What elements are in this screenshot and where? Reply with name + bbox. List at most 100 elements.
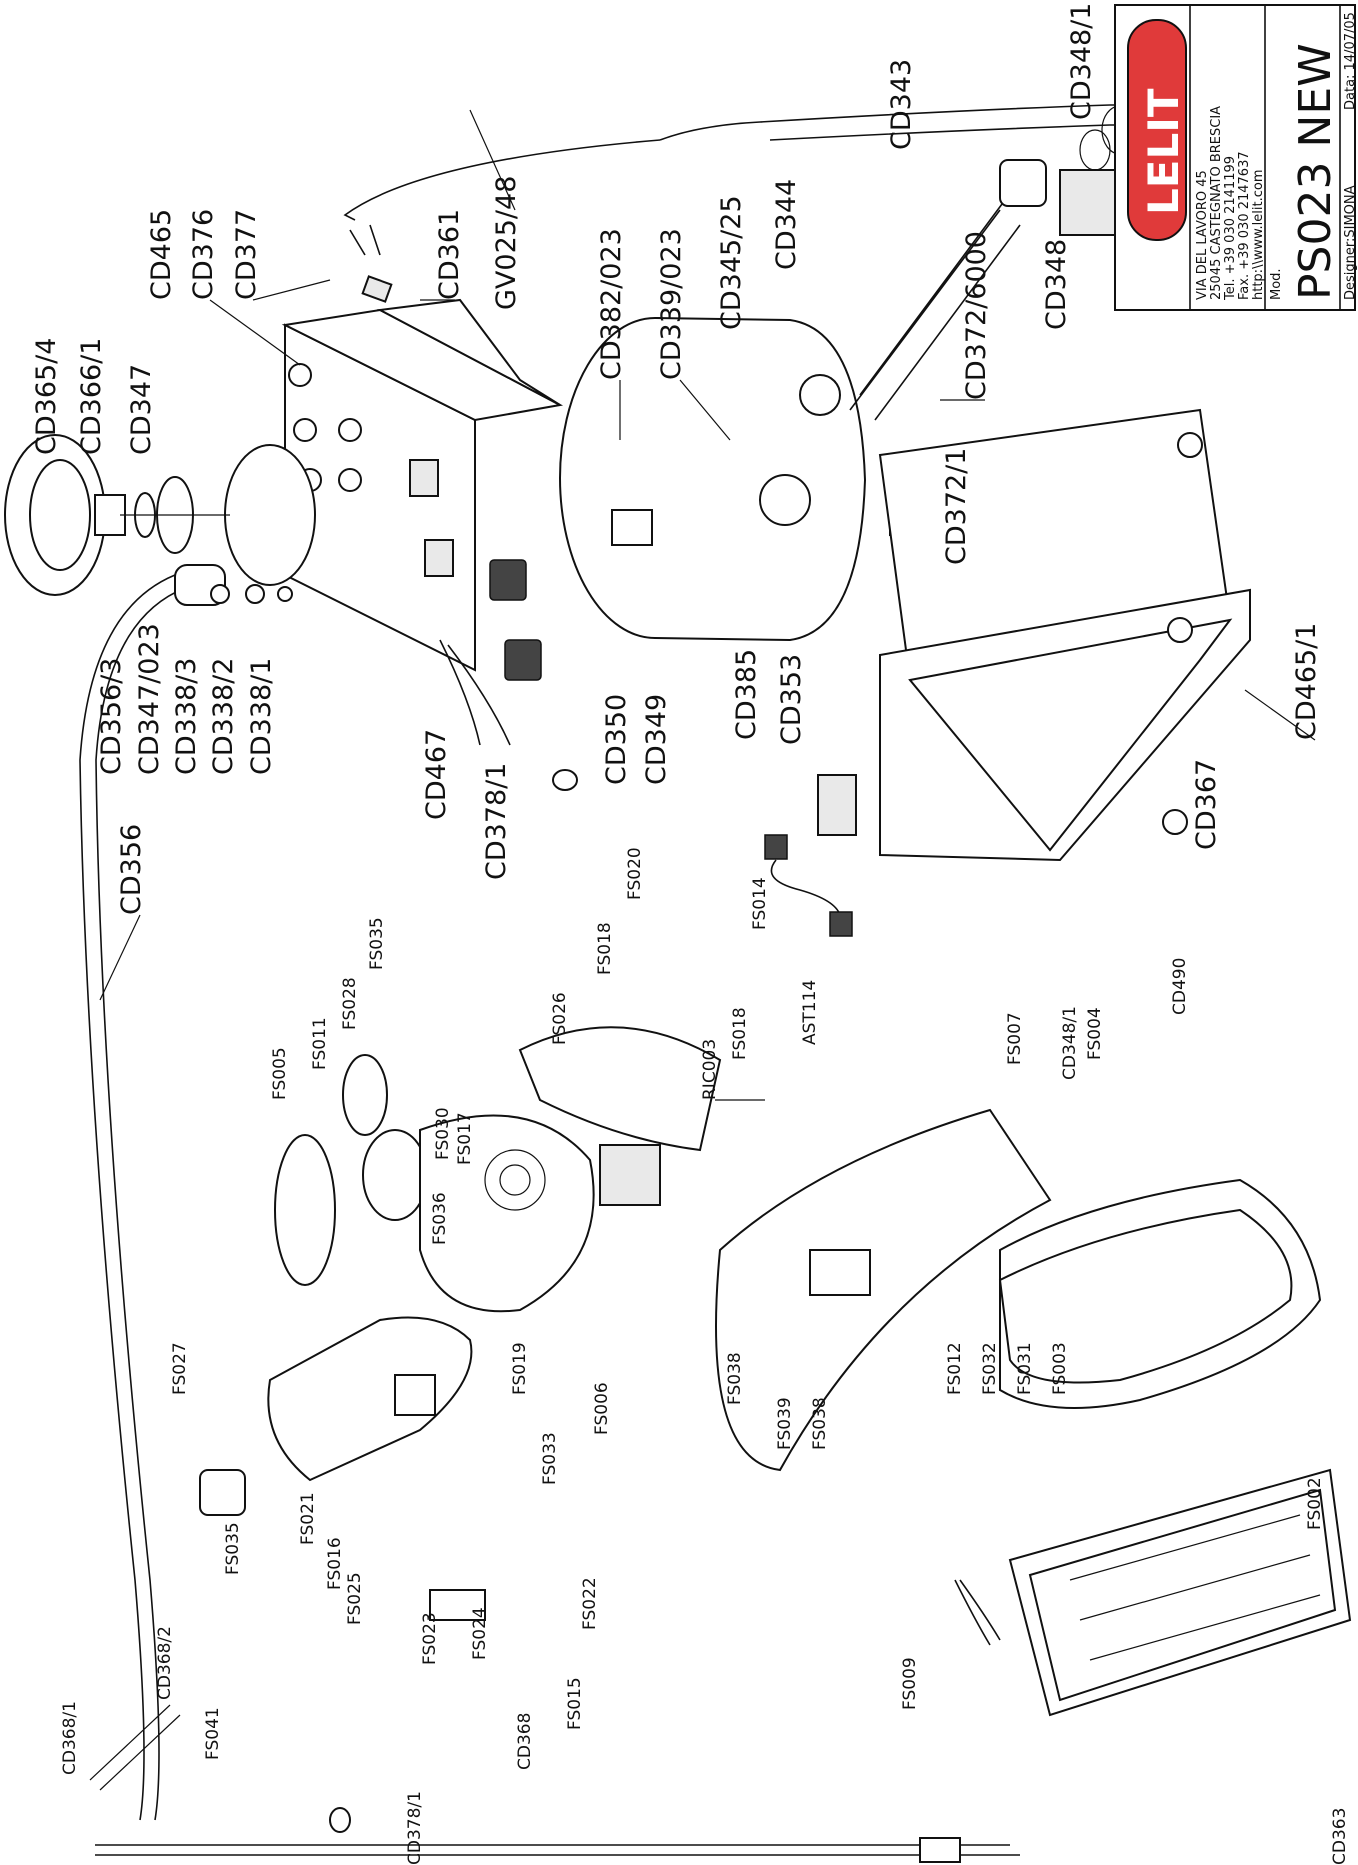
label-cd347: CD347 <box>126 364 157 455</box>
label-cd343: CD343 <box>886 59 917 150</box>
label-fs007: FS007 <box>1005 1012 1025 1065</box>
small-parts-cd385-cd353 <box>764 774 857 937</box>
label-fs028: FS028 <box>340 977 360 1030</box>
label-fs021: FS021 <box>298 1492 318 1545</box>
tb-web: http:\\www.lelit.com <box>1251 170 1266 301</box>
iron-body <box>715 1108 1322 1472</box>
tb-tel: Tel. +39 030 2141199 <box>1223 156 1238 301</box>
label-fs003: FS003 <box>1050 1342 1070 1395</box>
label-cd378-1-b: CD378/1 <box>405 1791 425 1865</box>
label-cd338-3: CD338/3 <box>171 658 202 775</box>
label-cd378-1: CD378/1 <box>481 763 512 880</box>
label-cd368-2: CD368/2 <box>155 1626 175 1700</box>
iron-handle <box>267 1026 722 1482</box>
label-fs009: FS009 <box>900 1657 920 1710</box>
label-fs022: FS022 <box>580 1577 600 1630</box>
steam-hose <box>79 564 293 1821</box>
label-fs016: FS016 <box>325 1537 345 1590</box>
label-fs005: FS005 <box>270 1047 290 1100</box>
leader-lines <box>99 109 1316 1101</box>
label-fs017: FS017 <box>455 1112 475 1165</box>
label-fs018-a: FS018 <box>595 922 615 975</box>
label-cd372-6000: CD372/6000 <box>961 231 992 400</box>
callout-labels: CD365/4 CD366/1 CD347 CD465 CD376 CD377 … <box>31 3 1350 1865</box>
label-cd368-1: CD368/1 <box>60 1701 80 1775</box>
label-fs004: FS004 <box>1085 1007 1105 1060</box>
tb-fax: Fax. +39 030 2147637 <box>1237 151 1252 300</box>
label-cd338-1: CD338/1 <box>246 658 277 775</box>
tb-city: 25045 CASTEGNATO BRESCIA <box>1209 106 1224 300</box>
label-cd363: CD363 <box>1330 1808 1350 1865</box>
label-cd366-1: CD366/1 <box>76 338 107 455</box>
label-cd367: CD367 <box>1191 759 1222 850</box>
label-cd345-25: CD345/25 <box>716 195 747 330</box>
label-cd347-023: CD347/023 <box>134 623 165 775</box>
tb-designer: Designer:SIMONA <box>1343 185 1358 300</box>
label-fs011: FS011 <box>310 1017 330 1070</box>
label-fs036: FS036 <box>430 1192 450 1245</box>
label-fs024: FS024 <box>470 1607 490 1660</box>
label-cd490: CD490 <box>1170 958 1190 1015</box>
label-fs035-b: FS035 <box>223 1522 243 1575</box>
label-cd353: CD353 <box>776 654 807 745</box>
logo-brand-text: LELIT <box>1139 88 1188 215</box>
label-cd338-2: CD338/2 <box>208 658 239 775</box>
tb-date: Data: 14/07/05 <box>1343 12 1358 110</box>
label-fs041: FS041 <box>203 1707 223 1760</box>
label-cd376: CD376 <box>188 209 219 300</box>
tb-address: VIA DEL LAVORO 45 <box>1195 170 1210 300</box>
base-tray <box>878 408 1251 862</box>
label-fs014: FS014 <box>750 877 770 930</box>
label-cd349: CD349 <box>641 694 672 785</box>
spring-rod <box>89 1704 1020 1863</box>
label-fs032: FS032 <box>980 1342 1000 1395</box>
tb-model: PS023 NEW <box>1290 43 1341 300</box>
label-cd467: CD467 <box>421 729 452 820</box>
label-fs038-b: FS038 <box>810 1397 830 1450</box>
label-fs023: FS023 <box>420 1612 440 1665</box>
label-cd339-023: CD339/023 <box>656 228 687 380</box>
label-fs039: FS039 <box>775 1397 795 1450</box>
label-fs025: FS025 <box>345 1572 365 1625</box>
label-ric003: RIC003 <box>700 1039 720 1100</box>
label-ast114: AST114 <box>800 980 820 1045</box>
label-fs026: FS026 <box>550 992 570 1045</box>
boiler <box>559 317 867 642</box>
label-cd372-1: CD372/1 <box>941 448 972 565</box>
label-cd348-1-b: CD348/1 <box>1060 1006 1080 1080</box>
label-cd377: CD377 <box>231 209 262 300</box>
label-fs002: FS002 <box>1305 1477 1325 1530</box>
label-fs018-b: FS018 <box>730 1007 750 1060</box>
label-cd361: CD361 <box>434 209 465 300</box>
label-cd368: CD368 <box>515 1713 535 1770</box>
label-fs031: FS031 <box>1015 1342 1035 1395</box>
label-cd465: CD465 <box>146 209 177 300</box>
label-fs027: FS027 <box>170 1342 190 1395</box>
label-fs038-a: FS038 <box>725 1352 745 1405</box>
label-fs019: FS019 <box>510 1342 530 1395</box>
label-gv025-48: GV025/48 <box>491 176 522 310</box>
label-fs020: FS020 <box>625 847 645 900</box>
label-fs033: FS033 <box>540 1432 560 1485</box>
control-box <box>281 275 564 746</box>
label-cd348: CD348 <box>1041 239 1072 330</box>
label-cd382-023: CD382/023 <box>596 228 627 380</box>
label-cd356-3: CD356/3 <box>96 658 127 775</box>
rest-mat <box>1008 1468 1352 1717</box>
tb-mod-label: Mod. <box>1269 268 1284 300</box>
label-fs006: FS006 <box>592 1382 612 1435</box>
label-cd465-1: CD465/1 <box>1291 623 1322 740</box>
lelit-logo <box>1127 19 1187 241</box>
label-fs035-a: FS035 <box>367 917 387 970</box>
small-connectors <box>199 769 1001 1833</box>
label-fs030: FS030 <box>433 1107 453 1160</box>
label-cd350: CD350 <box>601 694 632 785</box>
title-block: LELIT VIA DEL LAVORO 45 25045 CASTEGNATO… <box>1114 4 1358 311</box>
label-fs012: FS012 <box>945 1342 965 1395</box>
label-cd365-4: CD365/4 <box>31 338 62 455</box>
label-cd348-1: CD348/1 <box>1066 3 1097 120</box>
knob-assembly <box>4 434 316 596</box>
label-cd385: CD385 <box>731 649 762 740</box>
label-fs015: FS015 <box>565 1677 585 1730</box>
